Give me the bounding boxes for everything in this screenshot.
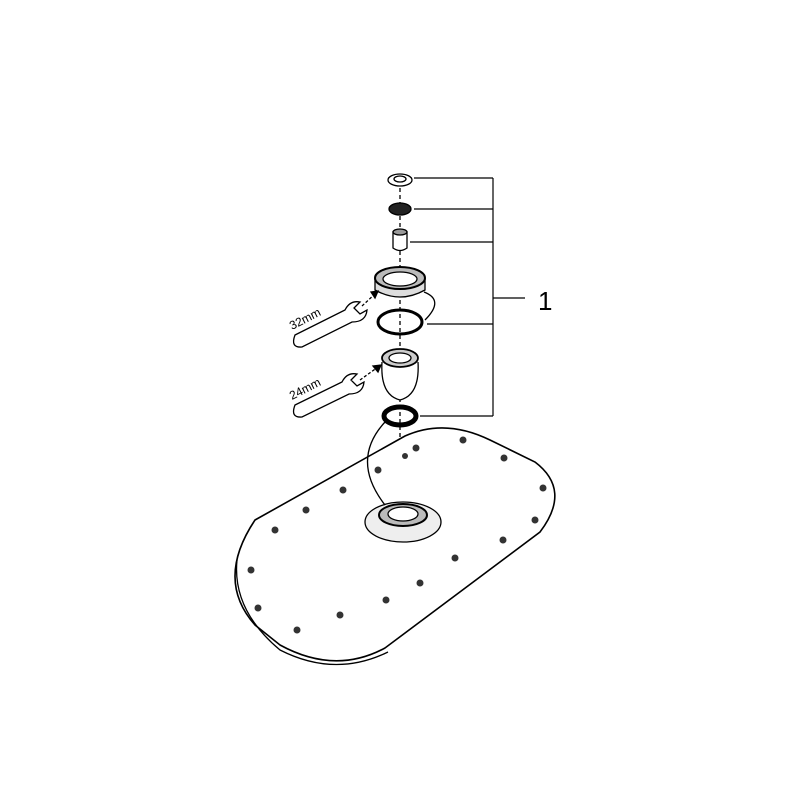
callout-leaders [410, 177, 525, 417]
wrench-24mm-icon [292, 364, 383, 418]
part-ball-joint-24mm [381, 361, 419, 401]
shower-head-plate [234, 427, 556, 662]
part-flow-restrictor [392, 231, 408, 252]
part-washer [387, 173, 413, 187]
part-o-ring [376, 308, 424, 336]
callout-number: 1 [538, 286, 552, 316]
assembly-arrow [366, 421, 386, 506]
wrench-32mm-icon [292, 290, 380, 348]
plate-edge [235, 559, 389, 666]
part-seal [388, 202, 412, 216]
part-gasket [381, 404, 419, 428]
plate-screws [247, 436, 547, 634]
